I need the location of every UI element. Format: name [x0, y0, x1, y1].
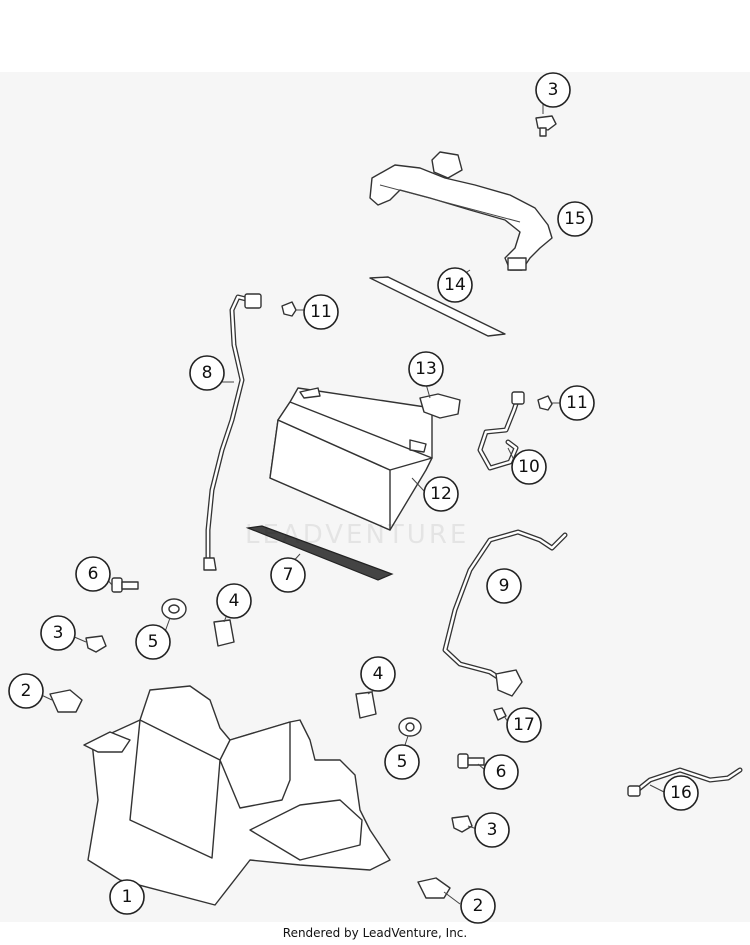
- callout-4-left: 4: [216, 583, 252, 619]
- callout-number: 10: [518, 457, 540, 477]
- callout-number: 3: [487, 820, 498, 840]
- callout-number: 12: [430, 484, 452, 504]
- callout-15: 15: [557, 201, 593, 237]
- callout-number: 4: [229, 591, 240, 611]
- wire-16: [627, 767, 743, 797]
- screw-11-left: [281, 301, 297, 317]
- callout-5-left: 5: [135, 624, 171, 660]
- callout-5-right: 5: [384, 744, 420, 780]
- callout-11-right: 11: [559, 385, 595, 421]
- callout-17: 17: [506, 707, 542, 743]
- callout-8: 8: [189, 355, 225, 391]
- callout-number: 1: [122, 887, 133, 907]
- callout-number: 17: [513, 715, 535, 735]
- callout-14: 14: [437, 267, 473, 303]
- callout-2-right: 2: [460, 888, 496, 924]
- battery-pad: [245, 525, 394, 581]
- callout-6-right: 6: [483, 754, 519, 790]
- battery: [269, 387, 433, 531]
- callout-number: 6: [496, 762, 507, 782]
- wire-9: [442, 529, 568, 697]
- callout-13: 13: [408, 351, 444, 387]
- callout-3-right: 3: [474, 812, 510, 848]
- callout-number: 3: [548, 80, 559, 100]
- callout-number: 7: [283, 565, 294, 585]
- clip-4-left: [213, 619, 235, 647]
- screw-11-right: [537, 395, 553, 411]
- nut-17: [493, 707, 507, 721]
- grommet-5-right: [398, 717, 422, 737]
- callout-number: 15: [564, 209, 586, 229]
- callout-10: 10: [511, 449, 547, 485]
- terminal-cover: [419, 393, 461, 419]
- callout-number: 2: [21, 681, 32, 701]
- screw-3-right: [451, 815, 473, 833]
- callout-2-left: 2: [8, 673, 44, 709]
- clip-2-left: [49, 689, 83, 713]
- callout-number: 8: [202, 363, 213, 383]
- footer-credit: Rendered by LeadVenture, Inc.: [282, 926, 468, 940]
- grommet-5-left: [161, 598, 187, 620]
- callout-number: 5: [148, 632, 159, 652]
- rubber-pad: [369, 276, 506, 337]
- callout-9: 9: [486, 568, 522, 604]
- callout-3-top: 3: [535, 72, 571, 108]
- callout-number: 11: [310, 302, 332, 322]
- wire-10: [477, 391, 525, 471]
- callout-number: 11: [566, 393, 588, 413]
- callout-number: 14: [444, 275, 466, 295]
- bolt-6-left: [111, 577, 139, 593]
- bolt-6-right: [457, 753, 485, 769]
- callout-3-left: 3: [40, 615, 76, 651]
- callout-number: 3: [53, 623, 64, 643]
- callout-number: 6: [88, 564, 99, 584]
- callout-1: 1: [109, 879, 145, 915]
- callout-number: 2: [473, 896, 484, 916]
- wire-8: [203, 293, 262, 571]
- screw-top: [535, 115, 557, 137]
- callout-number: 5: [397, 752, 408, 772]
- callout-4-right: 4: [360, 656, 396, 692]
- battery-holder-bracket: [369, 151, 553, 271]
- callout-7: 7: [270, 557, 306, 593]
- callout-11-left: 11: [303, 294, 339, 330]
- screw-3-left: [85, 635, 107, 653]
- callout-number: 13: [415, 359, 437, 379]
- callout-number: 16: [670, 783, 692, 803]
- callout-6-left: 6: [75, 556, 111, 592]
- battery-box: [83, 685, 391, 906]
- callout-16: 16: [663, 775, 699, 811]
- callout-number: 4: [373, 664, 384, 684]
- callout-12: 12: [423, 476, 459, 512]
- clip-2-right: [417, 877, 451, 899]
- clip-4-right: [355, 691, 377, 719]
- callout-number: 9: [499, 576, 510, 596]
